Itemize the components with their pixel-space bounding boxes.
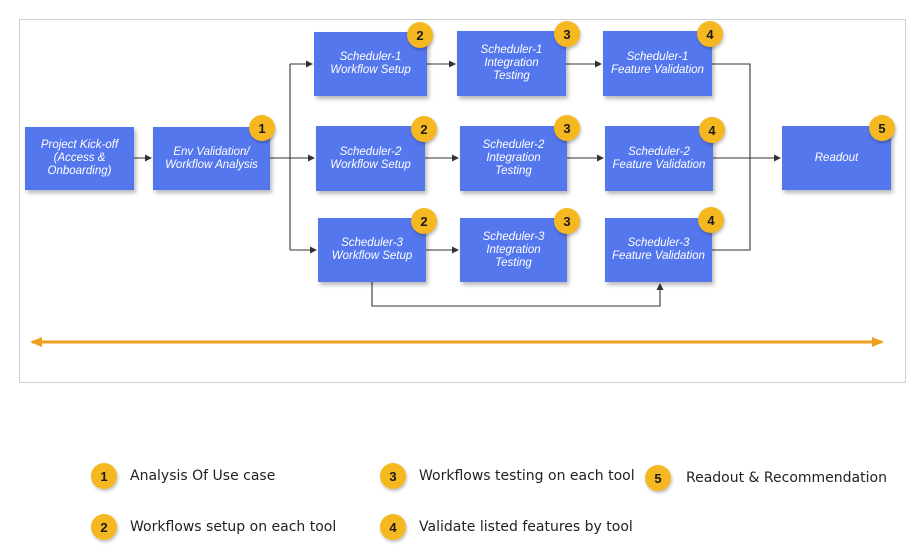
node-s2-feature: Scheduler-2 Feature Validation: [605, 126, 713, 191]
badge-readout: 5: [869, 115, 895, 141]
badge-s3-setup: 2: [411, 208, 437, 234]
legend-text-2: Workflows setup on each tool: [130, 519, 337, 535]
badge-s2-setup: 2: [411, 116, 437, 142]
legend-badge-5: 5: [645, 465, 671, 491]
node-s3-setup: Scheduler-3 Workflow Setup: [318, 218, 426, 282]
legend-badge-4: 4: [380, 514, 406, 540]
legend-text-4: Validate listed features by tool: [419, 519, 633, 535]
legend-text-1: Analysis Of Use case: [130, 468, 276, 484]
legend-badge-3: 3: [380, 463, 406, 489]
node-env-validation: Env Validation/ Workflow Analysis: [153, 127, 270, 190]
legend-text-5: Readout & Recommendation: [686, 470, 887, 486]
node-s1-feature: Scheduler-1 Feature Validation: [603, 31, 712, 96]
badge-env: 1: [249, 115, 275, 141]
badge-s1-setup: 2: [407, 22, 433, 48]
node-s3-feature: Scheduler-3 Feature Validation: [605, 218, 712, 282]
legend-text-3: Workflows testing on each tool: [419, 468, 635, 484]
node-s3-integration: Scheduler-3 Integration Testing: [460, 218, 567, 282]
line-s1-merge: [712, 63, 751, 158]
badge-s1-integration: 3: [554, 21, 580, 47]
badge-s2-feature: 4: [699, 117, 725, 143]
badge-s1-feature: 4: [697, 21, 723, 47]
legend-badge-2: 2: [91, 514, 117, 540]
badge-s3-integration: 3: [554, 208, 580, 234]
node-s1-integration: Scheduler-1 Integration Testing: [457, 31, 566, 96]
node-kickoff: Project Kick-off (Access & Onboarding): [25, 127, 134, 190]
badge-s3-feature: 4: [698, 207, 724, 233]
badge-s2-integration: 3: [554, 115, 580, 141]
node-s2-setup: Scheduler-2 Workflow Setup: [316, 126, 425, 191]
legend-badge-1: 1: [91, 463, 117, 489]
node-s1-setup: Scheduler-1 Workflow Setup: [314, 32, 427, 96]
line-s3-merge: [712, 158, 751, 251]
arrow-s3-setup-feat: [371, 282, 664, 307]
node-s2-integration: Scheduler-2 Integration Testing: [460, 126, 567, 191]
